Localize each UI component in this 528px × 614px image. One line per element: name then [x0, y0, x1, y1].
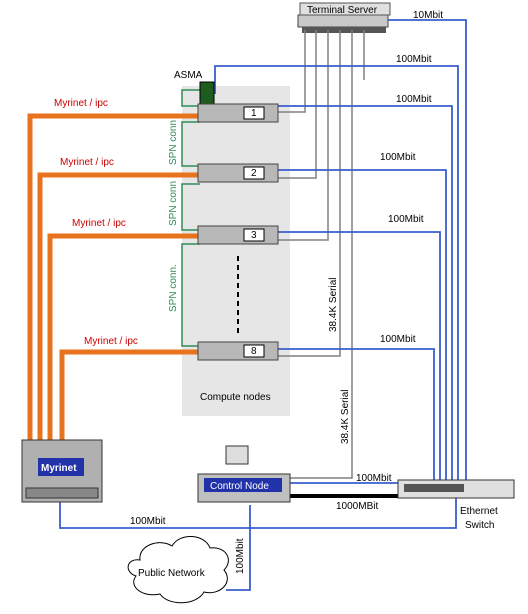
compute-node-8-id: 8: [251, 346, 257, 357]
speed-label-gig: 1000MBit: [336, 501, 378, 512]
speed-label-myrinet: 100Mbit: [130, 516, 166, 527]
speed-label-ts: 10Mbit: [413, 10, 443, 21]
speed-label-n1: 100Mbit: [396, 94, 432, 105]
myrinet-box-label: Myrinet: [41, 463, 77, 474]
compute-nodes-label: Compute nodes: [200, 392, 271, 403]
spn-label-1: SPN conn: [168, 120, 179, 165]
compute-nodes-panel: [182, 86, 290, 416]
speed-label-n3: 100Mbit: [388, 214, 424, 225]
terminal-server: [297, 2, 391, 33]
compute-node-1: [197, 103, 279, 123]
ethernet-switch: [397, 479, 515, 499]
spn-label-2: SPN conn: [168, 181, 179, 226]
compute-node-8: [197, 341, 279, 361]
control-node-label: Control Node: [210, 481, 269, 492]
compute-node-3-id: 3: [251, 230, 257, 241]
serial-label-2: 38.4K Serial: [340, 390, 351, 444]
myrinet-label-4: Myrinet / ipc: [84, 336, 138, 347]
myrinet-label-1: Myrinet / ipc: [54, 98, 108, 109]
compute-node-1-id: 1: [251, 108, 257, 119]
compute-node-2: [197, 163, 279, 183]
spn-connections: [181, 89, 200, 347]
spn-label-3: SPN conn.: [168, 264, 179, 312]
myrinet-label-3: Myrinet / ipc: [72, 218, 126, 229]
ethernet-switch-label-2: Switch: [465, 520, 494, 531]
speed-label-public: 100Mbit: [235, 538, 246, 574]
serial-label-1: 38.4K Serial: [328, 278, 339, 332]
speed-label-asma: 100Mbit: [396, 54, 432, 65]
myrinet-cables: [27, 113, 198, 444]
myrinet-switch: [21, 439, 103, 503]
compute-node-3: [197, 225, 279, 245]
serial-lines: [278, 30, 365, 479]
myrinet-label-2: Myrinet / ipc: [60, 157, 114, 168]
compute-node-2-id: 2: [251, 168, 257, 179]
control-node: [197, 445, 291, 503]
terminal-server-label: Terminal Server: [307, 5, 378, 16]
speed-label-n8: 100Mbit: [380, 334, 416, 345]
ethernet-lines: [59, 19, 467, 591]
speed-label-n2: 100Mbit: [380, 152, 416, 163]
ethernet-switch-label-1: Ethernet: [460, 506, 498, 517]
speed-label-control: 100Mbit: [356, 473, 392, 484]
public-network-cloud: [127, 536, 229, 604]
public-network-label: Public Network: [138, 568, 206, 579]
asma-label: ASMA: [174, 70, 203, 81]
